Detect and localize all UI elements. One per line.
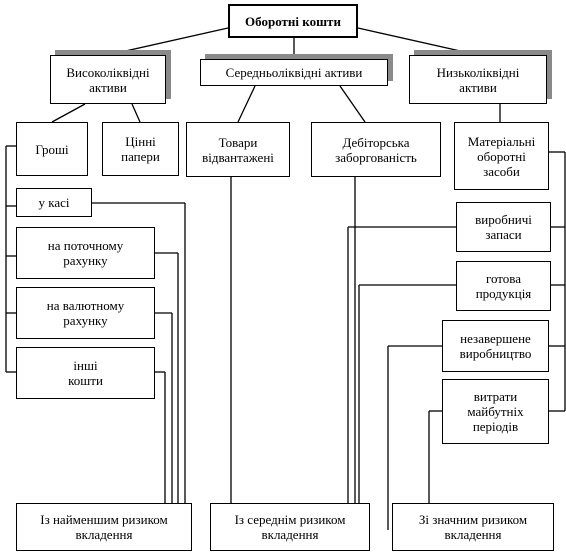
item-finished-goods: готова продукція bbox=[456, 261, 551, 311]
item-work-in-progress: незавершене виробництво bbox=[442, 320, 549, 372]
item-production-stock: виробничі запаси bbox=[456, 202, 551, 252]
item-securities: Цінні папери bbox=[102, 122, 179, 176]
category-high-liquidity: Високоліквідні активи bbox=[50, 55, 166, 104]
category-low-liquidity: Низьколіквідні активи bbox=[409, 55, 547, 104]
money-current-account: на поточному рахунку bbox=[16, 227, 155, 279]
category-medium-liquidity: Середньоліквідні активи bbox=[200, 59, 388, 86]
item-receivables: Дебіторська заборгованість bbox=[311, 122, 441, 177]
item-material-current-assets: Матеріальні оборотні засоби bbox=[454, 122, 549, 190]
risk-medium: Із середнім ризиком вкладення bbox=[210, 503, 370, 551]
money-cash: у касі bbox=[16, 188, 92, 217]
risk-lowest: Із найменшим ризиком вкладення bbox=[16, 503, 192, 551]
item-deferred-expenses: витрати майбутніх періодів bbox=[442, 379, 549, 444]
item-money: Гроші bbox=[16, 122, 88, 176]
money-other: інші кошти bbox=[16, 347, 155, 399]
money-currency-account: на валютному рахунку bbox=[16, 287, 155, 339]
risk-significant: Зі значним ризиком вкладення bbox=[392, 503, 554, 551]
root-node: Оборотні кошти bbox=[228, 4, 358, 38]
item-goods-shipped: Товари відвантажені bbox=[186, 122, 290, 177]
